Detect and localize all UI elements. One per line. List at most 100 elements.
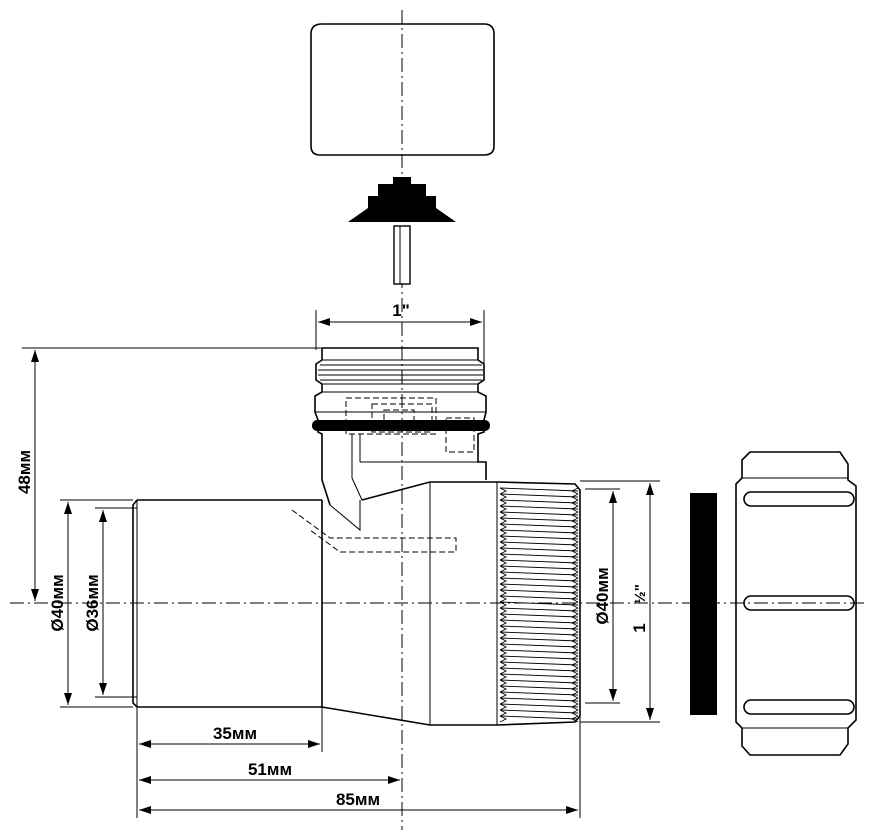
thread-notch [570,487,579,495]
overflow-plug [348,177,456,285]
thread-notch [499,499,508,507]
thread-line [499,619,579,624]
thread-notch [499,493,508,501]
thread-notch [570,661,579,669]
thread-notch [499,655,508,663]
overflow-cap [310,23,495,156]
thread-line [499,583,579,588]
thread-line [499,649,579,654]
thread-notch [570,505,579,513]
thread-notch [570,493,579,501]
dimension-labels: 1" 48мм Ø40мм Ø36мм Ø40мм 1 ½" 35мм 51мм… [15,301,649,809]
thread-notch [499,565,508,573]
thread-notch [499,601,508,609]
thread-notch [499,511,508,519]
thread-notch [499,613,508,621]
thread-line [499,655,579,660]
thread-notch [570,685,579,693]
thread-line [499,571,579,576]
thread-notch [570,559,579,567]
label-dia-40-left: Ø40мм [48,574,67,631]
thread-line [499,529,579,534]
thread-notch [499,649,508,657]
thread-notch [570,523,579,531]
thread-notch [499,583,508,591]
label-len-51: 51мм [248,760,292,779]
thread-notch [499,619,508,627]
thread-notch [570,703,579,711]
thread-notch [499,487,508,495]
thread-notch [499,529,508,537]
thread-notch [570,655,579,663]
thread-notch [499,625,508,633]
thread-notch [570,541,579,549]
thread-notch [499,535,508,543]
thread-notch [499,637,508,645]
thread-notch [499,643,508,651]
label-thread-right-whole: 1 [630,623,649,632]
thread-notch [570,547,579,555]
union-nut [735,451,857,756]
thread-notch [499,559,508,567]
label-len-35: 35мм [213,724,257,743]
thread-line [499,565,579,570]
thread-line [499,547,579,552]
dimension-lines [22,310,660,818]
label-height-48: 48мм [15,450,34,494]
thread-notch [499,661,508,669]
thread-notch [570,613,579,621]
thread-notch [499,541,508,549]
thread-notch [499,667,508,675]
thread-line [499,673,579,678]
thread-notch [570,697,579,705]
thread-line [499,631,579,636]
thread-line [499,577,579,582]
thread-line [499,607,579,612]
thread-notch [499,685,508,693]
thread-line [499,535,579,540]
o-ring [312,420,490,431]
thread-notch [570,679,579,687]
thread-notch [570,529,579,537]
thread-line [499,595,579,600]
thread-line [499,643,579,648]
flat-gasket [690,493,717,715]
thread-line [499,679,579,684]
thread-notch [499,709,508,717]
thread-notch [570,517,579,525]
thread-line [499,685,579,690]
thread-line [499,601,579,606]
thread-line [499,715,579,720]
thread-notch [570,619,579,627]
threaded-outlet [496,481,581,726]
thread-notch [499,523,508,531]
label-thread-right-frac: ½" [632,584,649,604]
thread-notch [499,697,508,705]
thread-notch [499,631,508,639]
thread-line [499,541,579,546]
thread-line [499,625,579,630]
thread-line [499,691,579,696]
thread-line [499,667,579,672]
thread-notch [570,715,579,723]
thread-notch [499,577,508,585]
thread-notch [570,709,579,717]
thread-notch [570,637,579,645]
label-thread-top: 1" [392,301,410,320]
label-dia-36: Ø36мм [83,574,102,631]
thread-line [499,661,579,666]
thread-line [499,523,579,528]
thread-notch [499,505,508,513]
thread-notch [499,595,508,603]
label-dia-40-right: Ø40мм [593,567,612,624]
thread-notch [499,715,508,723]
thread-line [499,703,579,708]
thread-line [499,613,579,618]
thread-notch [570,583,579,591]
thread-notch [499,589,508,597]
thread-notch [570,625,579,633]
thread-notch [570,535,579,543]
thread-notch [570,601,579,609]
thread-line [499,511,579,516]
